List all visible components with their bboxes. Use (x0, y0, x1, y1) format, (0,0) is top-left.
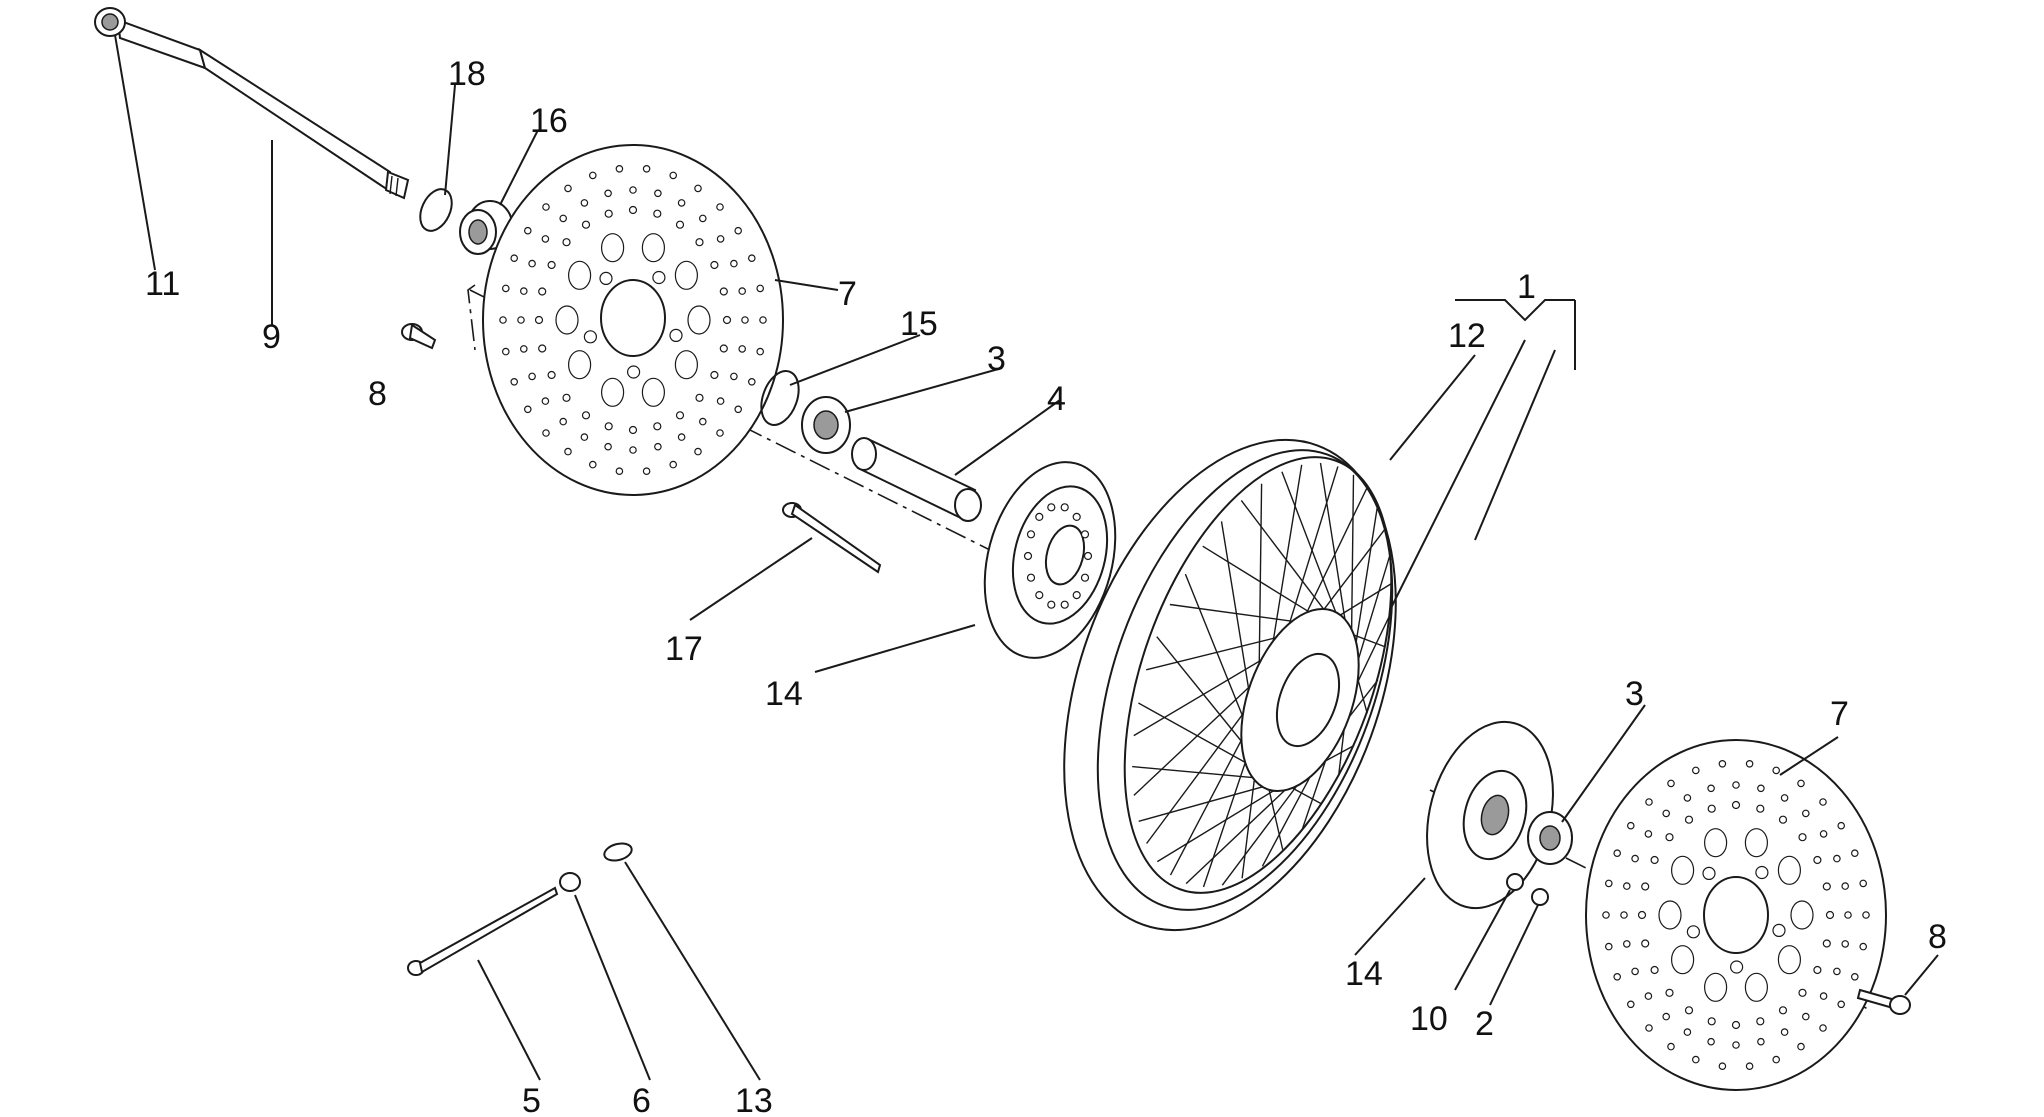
axle-nut (94, 7, 126, 37)
callout-14-left: 14 (765, 675, 803, 713)
callout-6: 6 (632, 1082, 651, 1117)
bearing-right (1527, 811, 1573, 865)
leader-lines (114, 34, 1939, 1081)
callouts: 11 9 18 16 7 8 15 3 4 17 14 1 12 3 7 14 … (145, 55, 1947, 1117)
callout-3-right: 3 (1625, 675, 1644, 713)
callout-10: 10 (1410, 1000, 1448, 1038)
callout-8-right: 8 (1928, 918, 1947, 956)
callout-15: 15 (900, 305, 938, 343)
callout-17: 17 (665, 630, 703, 668)
washer-10 (1506, 873, 1524, 891)
hub-flange-right (1426, 720, 1554, 910)
disc-bolt-left (401, 323, 437, 350)
callout-3-left: 3 (987, 340, 1006, 378)
callout-11: 11 (145, 265, 180, 303)
callout-13: 13 (735, 1082, 773, 1117)
callout-7-left: 7 (838, 275, 857, 313)
callout-1: 1 (1517, 268, 1536, 306)
disc-bolt-right (1856, 988, 1911, 1015)
callout-14-right: 14 (1345, 955, 1383, 993)
circlip (419, 188, 453, 232)
valve (603, 842, 633, 862)
callout-5: 5 (522, 1082, 541, 1117)
callout-4: 4 (1047, 380, 1066, 418)
front-axle (116, 18, 410, 200)
circlip-15 (760, 370, 800, 426)
brake-disc-left (482, 144, 784, 496)
spoked-wheel (1063, 438, 1397, 932)
callout-7-right: 7 (1830, 695, 1849, 733)
callout-8-left: 8 (368, 375, 387, 413)
spoke-nipple (559, 872, 581, 892)
hub-flange-left (983, 461, 1117, 659)
long-bolt (782, 502, 882, 574)
callout-18: 18 (448, 55, 486, 93)
callout-16: 16 (530, 102, 568, 140)
distance-tube (851, 437, 982, 522)
nut-2 (1531, 888, 1549, 906)
bearing-left (801, 396, 851, 454)
brake-disc-right (1585, 739, 1887, 1091)
callout-2: 2 (1475, 1005, 1494, 1043)
callout-12: 12 (1448, 317, 1486, 355)
spoke-rod (407, 886, 559, 976)
callout-9: 9 (262, 318, 281, 356)
